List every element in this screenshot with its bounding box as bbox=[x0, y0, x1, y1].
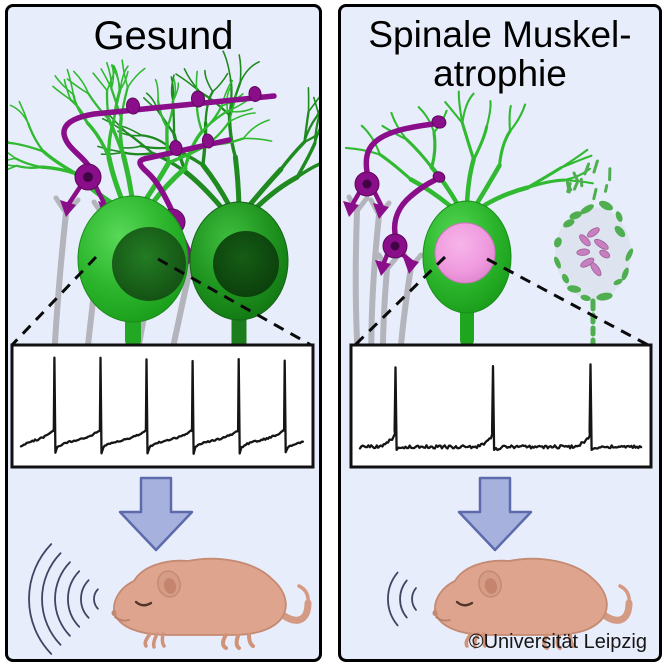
panel-title-healthy-text: Gesund bbox=[93, 14, 234, 58]
nucleus bbox=[112, 227, 186, 301]
mouth bbox=[435, 616, 451, 622]
motor-neuron-surviving bbox=[422, 200, 512, 347]
synapse-bouton bbox=[201, 133, 215, 149]
ear-inner bbox=[163, 578, 177, 594]
tail-tip bbox=[618, 584, 631, 605]
synapse-bouton bbox=[169, 140, 183, 156]
synapse-bouton bbox=[432, 171, 446, 183]
tail-tip bbox=[297, 584, 310, 605]
panel-title-healthy: Gesund bbox=[8, 14, 319, 58]
mouse-pup bbox=[432, 557, 633, 650]
premotor-synaptic-axons bbox=[61, 86, 277, 214]
hind-toes bbox=[542, 633, 576, 650]
dendrites-sma-neuron bbox=[344, 90, 594, 208]
front-toes bbox=[143, 632, 166, 649]
sound-waves bbox=[28, 543, 99, 655]
mouth bbox=[114, 616, 130, 622]
front-toes bbox=[464, 632, 487, 649]
firing-trace-sma bbox=[358, 363, 643, 452]
motor-neuron-2 bbox=[189, 201, 289, 351]
trace-box-sma bbox=[349, 343, 653, 469]
closed-eye bbox=[455, 600, 474, 607]
magnification-dashed-lines bbox=[10, 255, 312, 347]
hind-toes bbox=[221, 633, 255, 650]
panel-title-sma-line1: Spinale Muskel- bbox=[368, 14, 632, 55]
magnification-dashed-lines bbox=[353, 255, 649, 347]
panel-healthy: Gesund bbox=[5, 4, 322, 662]
synapse-bouton bbox=[248, 86, 262, 102]
body bbox=[434, 557, 608, 636]
synapse-bouton bbox=[125, 97, 141, 115]
down-arrow-icon bbox=[457, 476, 533, 552]
synapse-bouton bbox=[190, 90, 206, 108]
nucleus bbox=[213, 231, 279, 297]
nucleus-pink bbox=[434, 222, 496, 284]
nose bbox=[111, 610, 117, 616]
healthy-illustration bbox=[8, 50, 319, 655]
panel-title-sma-line2: atrophie bbox=[433, 53, 567, 95]
down-arrow-icon bbox=[118, 476, 194, 552]
proprioceptive-neurons bbox=[343, 171, 419, 276]
mouse-pup bbox=[111, 557, 312, 650]
synapse-bouton bbox=[431, 115, 447, 129]
panel-title-sma: Spinale Muskel- atrophie bbox=[341, 14, 659, 95]
ear-inner bbox=[484, 578, 498, 594]
copyright-credit: ©Universität Leipzig bbox=[468, 631, 647, 653]
motor-neuron-1 bbox=[77, 195, 189, 348]
dendrites-motor-neuron-1 bbox=[8, 59, 273, 208]
sma-illustration bbox=[343, 90, 653, 650]
panel-sma: Spinale Muskel- atrophie bbox=[338, 4, 662, 662]
closed-eye bbox=[134, 600, 153, 607]
sound-waves bbox=[387, 571, 417, 627]
trace-box-healthy bbox=[10, 343, 315, 469]
firing-trace-healthy bbox=[19, 356, 305, 455]
premotor-synaptic-axons bbox=[363, 115, 447, 237]
nose bbox=[432, 610, 438, 616]
body bbox=[113, 557, 287, 636]
